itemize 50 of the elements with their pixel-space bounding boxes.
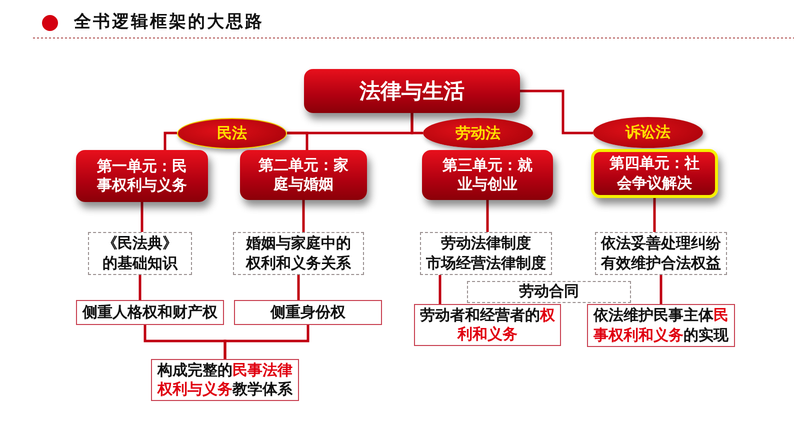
category-oval — [593, 117, 703, 148]
summary-box — [76, 300, 224, 325]
box-label: 第四单元：社会争议解决 — [608, 154, 700, 193]
connector-line — [660, 275, 662, 304]
summary-box — [234, 300, 382, 325]
category-oval — [177, 118, 287, 149]
box-label: 《民法典》的基础知识 — [102, 234, 179, 273]
connector-line — [138, 275, 142, 300]
connector-line — [302, 200, 305, 232]
box-label: 第三单元：就业与创业 — [442, 156, 534, 194]
topic-box — [233, 232, 364, 275]
box-label: 侧重身份权 — [270, 302, 346, 322]
unit-box — [240, 150, 367, 200]
connector-line — [653, 198, 656, 232]
connector-line — [438, 275, 442, 304]
box-label: 有效维护合法权益 — [601, 254, 721, 273]
box-label: 构成完整的民事法律权利与义务教学体系 — [156, 360, 294, 400]
unit-box — [591, 149, 718, 198]
box-label: 婚姻与家庭中的权利和义务关系 — [244, 234, 352, 273]
box-label: 第二单元：家庭与婚姻 — [258, 156, 350, 194]
topic-box — [467, 281, 631, 303]
connector-line — [164, 132, 177, 150]
box-label: 依法妥善处理纠纷 — [601, 234, 721, 254]
page-title: 全书逻辑框架的大思路 — [74, 11, 264, 33]
connector-line — [520, 90, 593, 134]
box-label: 诉讼法 — [626, 123, 670, 142]
category-oval — [423, 118, 533, 148]
box-label: 劳动者和经营者的权利和义务 — [419, 306, 556, 344]
connector-line — [140, 202, 144, 232]
box-label: 民法 — [217, 124, 247, 143]
box-label: 劳动法律制度 — [441, 234, 531, 254]
connector-line — [297, 275, 300, 300]
box-label: 法律与生活 — [360, 79, 464, 105]
unit-box — [76, 150, 208, 202]
connector-line — [410, 113, 423, 134]
box-label: 依法维护民事主体民事权利和义务的实现 — [592, 306, 730, 345]
box-label: 第一单元：民事权利与义务 — [96, 156, 188, 196]
box-label: 劳动法 — [456, 124, 500, 142]
box-label: 市场经营法律制度 — [426, 254, 546, 273]
summary-box — [587, 304, 735, 347]
topic-box — [420, 232, 552, 275]
topic-box — [88, 232, 192, 275]
unit-box — [422, 150, 553, 200]
connector-line — [486, 200, 489, 232]
title-box — [304, 69, 520, 113]
box-label: 侧重人格权和财产权 — [82, 302, 218, 322]
connector-line — [224, 325, 310, 359]
topic-box — [595, 232, 727, 275]
box-label: 劳动合同 — [519, 282, 579, 302]
connector-line — [287, 132, 308, 150]
